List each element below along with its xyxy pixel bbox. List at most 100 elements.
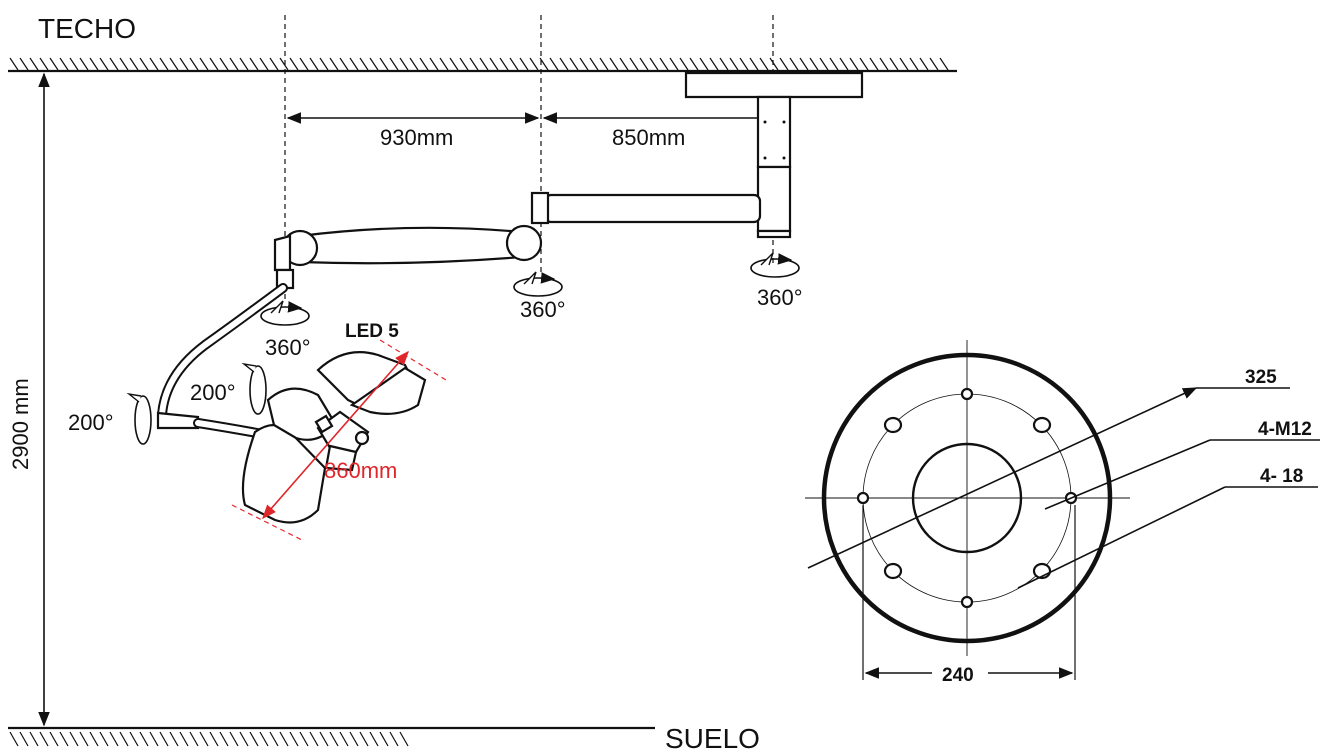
hatch-mark — [239, 731, 249, 747]
hatch-mark — [739, 57, 749, 71]
hatch-mark — [309, 731, 319, 747]
tilt-200-icon — [126, 392, 152, 445]
span-label-1: 930mm — [380, 125, 453, 150]
hatch-mark — [799, 57, 809, 71]
hatch-mark — [119, 731, 129, 747]
hatch-mark — [69, 731, 79, 747]
hatch-mark — [69, 57, 79, 71]
hatch-mark — [819, 57, 829, 71]
hatch-mark — [809, 57, 819, 71]
hatch-mark — [339, 57, 349, 71]
hatch-mark — [129, 731, 139, 747]
hatch-mark — [319, 731, 329, 747]
ceiling-mount — [684, 71, 864, 239]
hatch-mark — [99, 731, 109, 747]
hatch-mark — [639, 57, 649, 71]
hatch-mark — [79, 57, 89, 71]
hatch-mark — [149, 57, 159, 71]
hatch-mark — [659, 57, 669, 71]
hatch-mark — [729, 57, 739, 71]
hatch-mark — [319, 57, 329, 71]
hatch-mark — [789, 57, 799, 71]
hatch-mark — [869, 57, 879, 71]
hatch-mark — [429, 57, 439, 71]
rotate-360-icon — [513, 271, 563, 297]
hatch-mark — [169, 57, 179, 71]
hatch-mark — [419, 57, 429, 71]
hatch-mark — [89, 57, 99, 71]
hatch-mark — [109, 57, 119, 71]
hatch-mark — [119, 57, 129, 71]
hatch-mark — [269, 57, 279, 71]
hatch-mark — [379, 731, 389, 747]
hatch-mark — [329, 57, 339, 71]
hatch-mark — [279, 57, 289, 71]
hatch-mark — [199, 731, 209, 747]
hatch-mark — [469, 57, 479, 71]
hatch-mark — [139, 731, 149, 747]
flange-leaders — [807, 387, 1320, 680]
hatch-mark — [769, 57, 779, 71]
hatch-mark — [449, 57, 459, 71]
hatch-mark — [369, 57, 379, 71]
hatch-mark — [219, 731, 229, 747]
lamp-suspension-arm — [156, 283, 288, 440]
lamp-model-label: LED 5 — [345, 321, 399, 342]
hatch-mark — [99, 57, 109, 71]
hatch-mark — [49, 57, 59, 71]
hatch-mark — [549, 57, 559, 71]
rotation-label-lamp: 360° — [265, 335, 311, 360]
hatch-mark — [59, 731, 69, 747]
hatch-mark — [159, 57, 169, 71]
hatch-mark — [879, 57, 889, 71]
hatch-mark — [669, 57, 679, 71]
hatch-mark — [159, 731, 169, 747]
rotation-label-mid: 360° — [520, 297, 566, 322]
hatch-mark — [29, 57, 39, 71]
flange-diameter-label: 325 — [1245, 367, 1277, 388]
hatch-mark — [399, 731, 409, 747]
hatch-mark — [49, 731, 59, 747]
hatch-mark — [29, 731, 39, 747]
hatch-mark — [339, 731, 349, 747]
hatch-mark — [679, 57, 689, 71]
hatch-mark — [759, 57, 769, 71]
hatch-mark — [209, 731, 219, 747]
ceiling-label: TECHO — [38, 13, 136, 44]
flange-thread-label: 4-M12 — [1258, 419, 1312, 440]
hatch-mark — [229, 57, 239, 71]
hatch-mark — [629, 57, 639, 71]
hatch-mark — [89, 731, 99, 747]
hatch-mark — [899, 57, 909, 71]
hatch-mark — [389, 57, 399, 71]
hatch-mark — [19, 57, 29, 71]
height-label: 2900 mm — [8, 378, 33, 470]
hatch-mark — [59, 57, 69, 71]
hatch-mark — [839, 57, 849, 71]
lamp-diameter-dimension — [262, 350, 409, 520]
hatch-mark — [179, 57, 189, 71]
hatch-mark — [259, 731, 269, 747]
hatch-mark — [259, 57, 269, 71]
hatch-mark — [859, 57, 869, 71]
hatch-mark — [299, 57, 309, 71]
hatch-mark — [249, 57, 259, 71]
rotate-360-icon — [260, 300, 310, 326]
hatch-mark — [909, 57, 919, 71]
hatch-mark — [379, 57, 389, 71]
hatch-mark — [689, 57, 699, 71]
hatch-mark — [599, 57, 609, 71]
hatch-mark — [749, 57, 759, 71]
hatch-mark — [649, 57, 659, 71]
hatch-mark — [559, 57, 569, 71]
flange-holes-label: 4- 18 — [1260, 466, 1303, 487]
hatch-mark — [569, 57, 579, 71]
hatch-mark — [9, 57, 19, 71]
lamp-extent-line-left — [231, 504, 303, 541]
tilt-label-2: 200° — [190, 380, 236, 405]
hatch-mark — [39, 731, 49, 747]
mounting-flange — [805, 340, 1130, 656]
hatch-mark — [579, 57, 589, 71]
span-label-2: 850mm — [612, 125, 685, 150]
